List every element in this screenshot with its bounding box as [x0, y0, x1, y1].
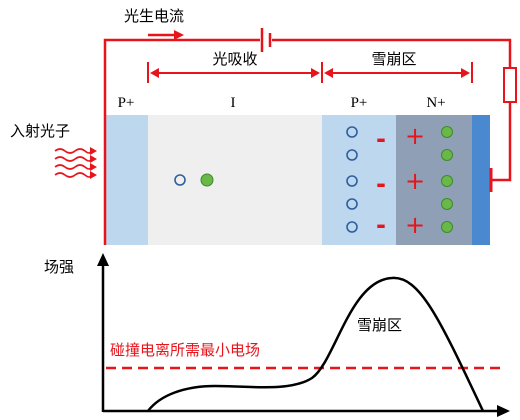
avalanche-holes	[346, 126, 358, 233]
minus-sign: -	[376, 211, 386, 239]
field-strength-label: 场强	[44, 258, 74, 276]
n-plus-region	[396, 115, 472, 245]
avalanche-electrons	[441, 126, 453, 233]
hole-carrier	[346, 149, 358, 161]
photocurrent-arrowhead	[174, 30, 184, 40]
circuit-wire-right	[272, 38, 512, 68]
electron-carrier	[441, 175, 453, 187]
region-label-intrinsic: I	[231, 95, 236, 111]
x-axis-arrowhead	[497, 405, 510, 417]
n-contact	[472, 115, 490, 245]
minus-sign: -	[376, 125, 386, 153]
absorption-label: 光吸收	[212, 50, 257, 68]
absorption-arrowhead-left	[150, 68, 159, 78]
intrinsic-region	[148, 115, 322, 245]
hole-carrier	[346, 198, 358, 210]
hole-carrier	[346, 175, 358, 187]
y-axis-arrowhead	[97, 253, 109, 266]
avalanche-label: 雪崩区	[371, 50, 416, 68]
curve-avalanche-label: 雪崩区	[357, 316, 402, 334]
hole-carrier	[346, 126, 358, 138]
field-profile-curve	[147, 276, 485, 412]
region-label-p-plus-left: P+	[118, 95, 135, 111]
negative-charges: - - -	[376, 125, 386, 239]
circuit-wire-bottom	[492, 102, 512, 182]
p-plus-left-region	[105, 115, 148, 245]
incident-photon-label: 入射光子	[10, 122, 70, 140]
plus-sign: +	[405, 167, 425, 195]
positive-charges: + + +	[405, 122, 425, 239]
circuit-wire	[103, 38, 260, 245]
p-plus-right-region	[322, 115, 396, 245]
minus-sign: -	[376, 170, 386, 198]
absorption-arrowhead-right	[311, 68, 320, 78]
hole-carrier	[346, 221, 358, 233]
electron-carrier	[441, 221, 453, 233]
avalanche-arrowhead-left	[324, 68, 333, 78]
min-field-label: 碰撞电离所需最小电场	[110, 341, 260, 359]
plus-sign: +	[405, 122, 425, 150]
resistor	[503, 67, 517, 103]
electron-carrier	[441, 149, 453, 161]
electron-carrier	[200, 173, 214, 187]
region-label-n-plus: N+	[426, 95, 445, 111]
avalanche-arrowhead-right	[461, 68, 470, 78]
photocurrent-label: 光生电流	[124, 7, 184, 25]
photon-wave-arrows	[54, 148, 92, 178]
photon-arrowheads	[90, 147, 97, 179]
electron-carrier	[441, 126, 453, 138]
hole-carrier	[174, 174, 186, 186]
region-label-p-plus-right: P+	[351, 95, 368, 111]
plus-sign: +	[405, 211, 425, 239]
electron-carrier	[441, 198, 453, 210]
